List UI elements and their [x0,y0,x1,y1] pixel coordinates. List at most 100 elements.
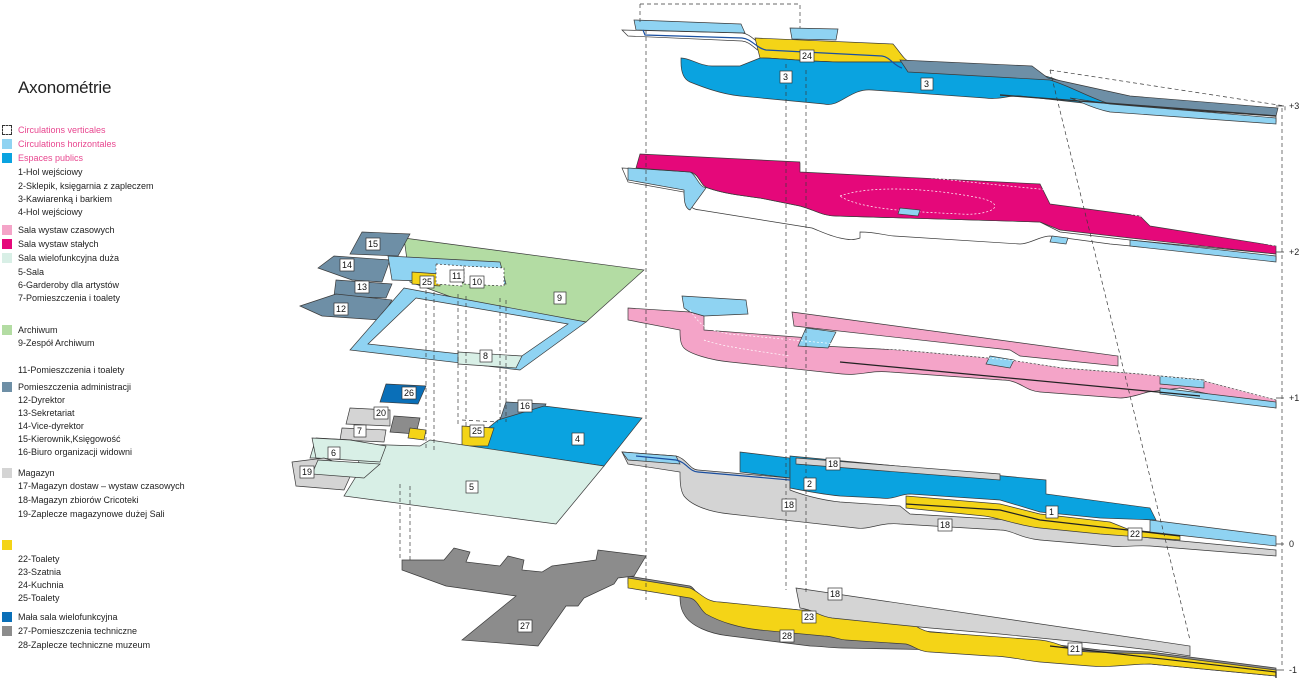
svg-text:13: 13 [357,282,367,292]
room-label-19: 19 [299,465,315,479]
legend-text: 3-Kawiarenką i barkiem [18,194,113,204]
room-label-18b: 18 [937,518,953,532]
svg-text:20: 20 [376,408,386,418]
legend-text: 19-Zaplecze magazynowe dużej Sali [18,509,165,519]
swatch-dark-blue [2,611,12,622]
legend-item-services [2,539,18,552]
room-label-24: 24 [799,49,815,63]
svg-text:18: 18 [940,520,950,530]
left-lower-level [291,383,643,525]
svg-text:11: 11 [452,271,461,281]
svg-text:1: 1 [1049,507,1054,517]
swatch-light-blue [2,138,12,149]
page-title: Axonométrie [18,78,112,97]
svg-text:14: 14 [342,260,352,270]
svg-text:28: 28 [782,631,792,641]
level-label-0: 0 [1289,539,1294,549]
level-minus1 [627,575,1277,678]
left-upper-level [299,231,645,371]
legend-item-espaces-publics: Espaces publics [2,152,83,165]
swatch-magenta [2,238,12,249]
room-label-21: 21 [1067,642,1083,656]
room-label-17: 18 [825,457,841,471]
legend-text: 25-Toalety [18,593,60,603]
svg-text:10: 10 [472,277,482,287]
svg-text:7: 7 [357,426,362,436]
legend-text: 18-Magazyn zbiorów Cricoteki [18,495,139,505]
left-basement-level [401,547,647,647]
svg-text:3: 3 [924,79,929,89]
svg-text:26: 26 [404,388,414,398]
legend: Circulations verticales Circulations hor… [0,0,300,683]
legend-text: 14-Vice-dyrektor [18,421,84,431]
svg-text:21: 21 [1070,644,1080,654]
legend-item-mala-sala: Mała sala wielofunkcyjna [2,611,118,624]
swatch-blue [2,152,12,163]
level-label-plus3: +3 [1289,101,1299,111]
vertical-circulation [645,30,1283,668]
level-label-plus2: +2 [1289,247,1299,257]
room-label-6: 6 [327,446,341,460]
legend-item-sala-wystaw-stalych: Sala wystaw stałych [2,238,99,251]
legend-text: 7-Pomieszczenia i toalety [18,293,121,303]
room-label-12: 12 [333,302,349,316]
room-label-7: 7 [353,424,367,438]
room-label-10: 10 [469,275,485,289]
svg-text:9: 9 [557,293,562,303]
room-label-28: 28 [779,629,795,643]
swatch-light-gray [2,467,12,478]
room-label-20: 20 [373,406,389,420]
svg-text:23: 23 [804,612,814,622]
room-label-14: 14 [339,258,355,272]
swatch-gray [2,625,12,636]
swatch-pink [2,224,12,235]
room-label-25a: 25 [419,275,435,289]
svg-text:18: 18 [784,500,794,510]
svg-text:12: 12 [336,304,346,314]
room-label-25b: 25 [469,424,485,438]
dashed-square-icon [2,124,12,135]
swatch-yellow [2,539,12,550]
left-vertical-circulation [399,290,507,560]
swatch-slate [2,381,12,392]
svg-text:27: 27 [520,621,530,631]
legend-text: 6-Garderoby dla artystów [18,280,120,290]
room-label-16: 16 [517,399,533,413]
room-label-8: 8 [479,349,493,363]
room-labels: 24 3 3 18 2 18 1 18 22 18 23 28 21 15 14… [299,49,1143,656]
legend-item-archiwum: Archiwum [2,324,58,337]
legend-text: 2-Sklepik, księgarnia z zapleczem [18,181,154,191]
svg-text:8: 8 [483,351,488,361]
svg-text:6: 6 [331,448,336,458]
swatch-mint [2,252,12,263]
svg-text:19: 19 [302,467,312,477]
svg-text:18: 18 [830,589,840,599]
room-label-4: 4 [571,432,585,446]
room-label-11: 11 [449,269,465,283]
svg-text:4: 4 [575,434,580,444]
svg-text:25: 25 [422,277,432,287]
legend-item-sala-wielofunkcyjna: Sala wielofunkcyjna duża [2,252,119,265]
legend-text: 1-Hol wejściowy [18,167,83,177]
legend-item-administracja: Pomieszczenia administracji [2,381,131,394]
legend-text: 17-Magazyn dostaw – wystaw czasowych [18,481,185,491]
legend-item-sala-wystaw-czasowych: Sala wystaw czasowych [2,224,115,237]
svg-text:24: 24 [802,51,812,61]
room-label-22: 23 [801,610,817,624]
legend-item-circulations-verticales: Circulations verticales [2,124,106,137]
legend-text: 12-Dyrektor [18,395,66,405]
room-label-13: 13 [354,280,370,294]
room-label-1: 1 [1045,505,1059,519]
legend-item-circulations-horizontales: Circulations horizontales [2,138,116,151]
room-label-2: 2 [803,477,817,491]
level-plus1 [627,295,1277,409]
room-label-9: 9 [553,291,567,305]
legend-text: 24-Kuchnia [18,580,64,590]
level-plus2 [621,153,1277,263]
room-label-27: 27 [517,619,533,633]
level-label-plus1: +1 [1289,393,1299,403]
legend-text: 28-Zaplecze techniczne muzeum [18,640,151,650]
svg-text:3: 3 [783,72,788,82]
